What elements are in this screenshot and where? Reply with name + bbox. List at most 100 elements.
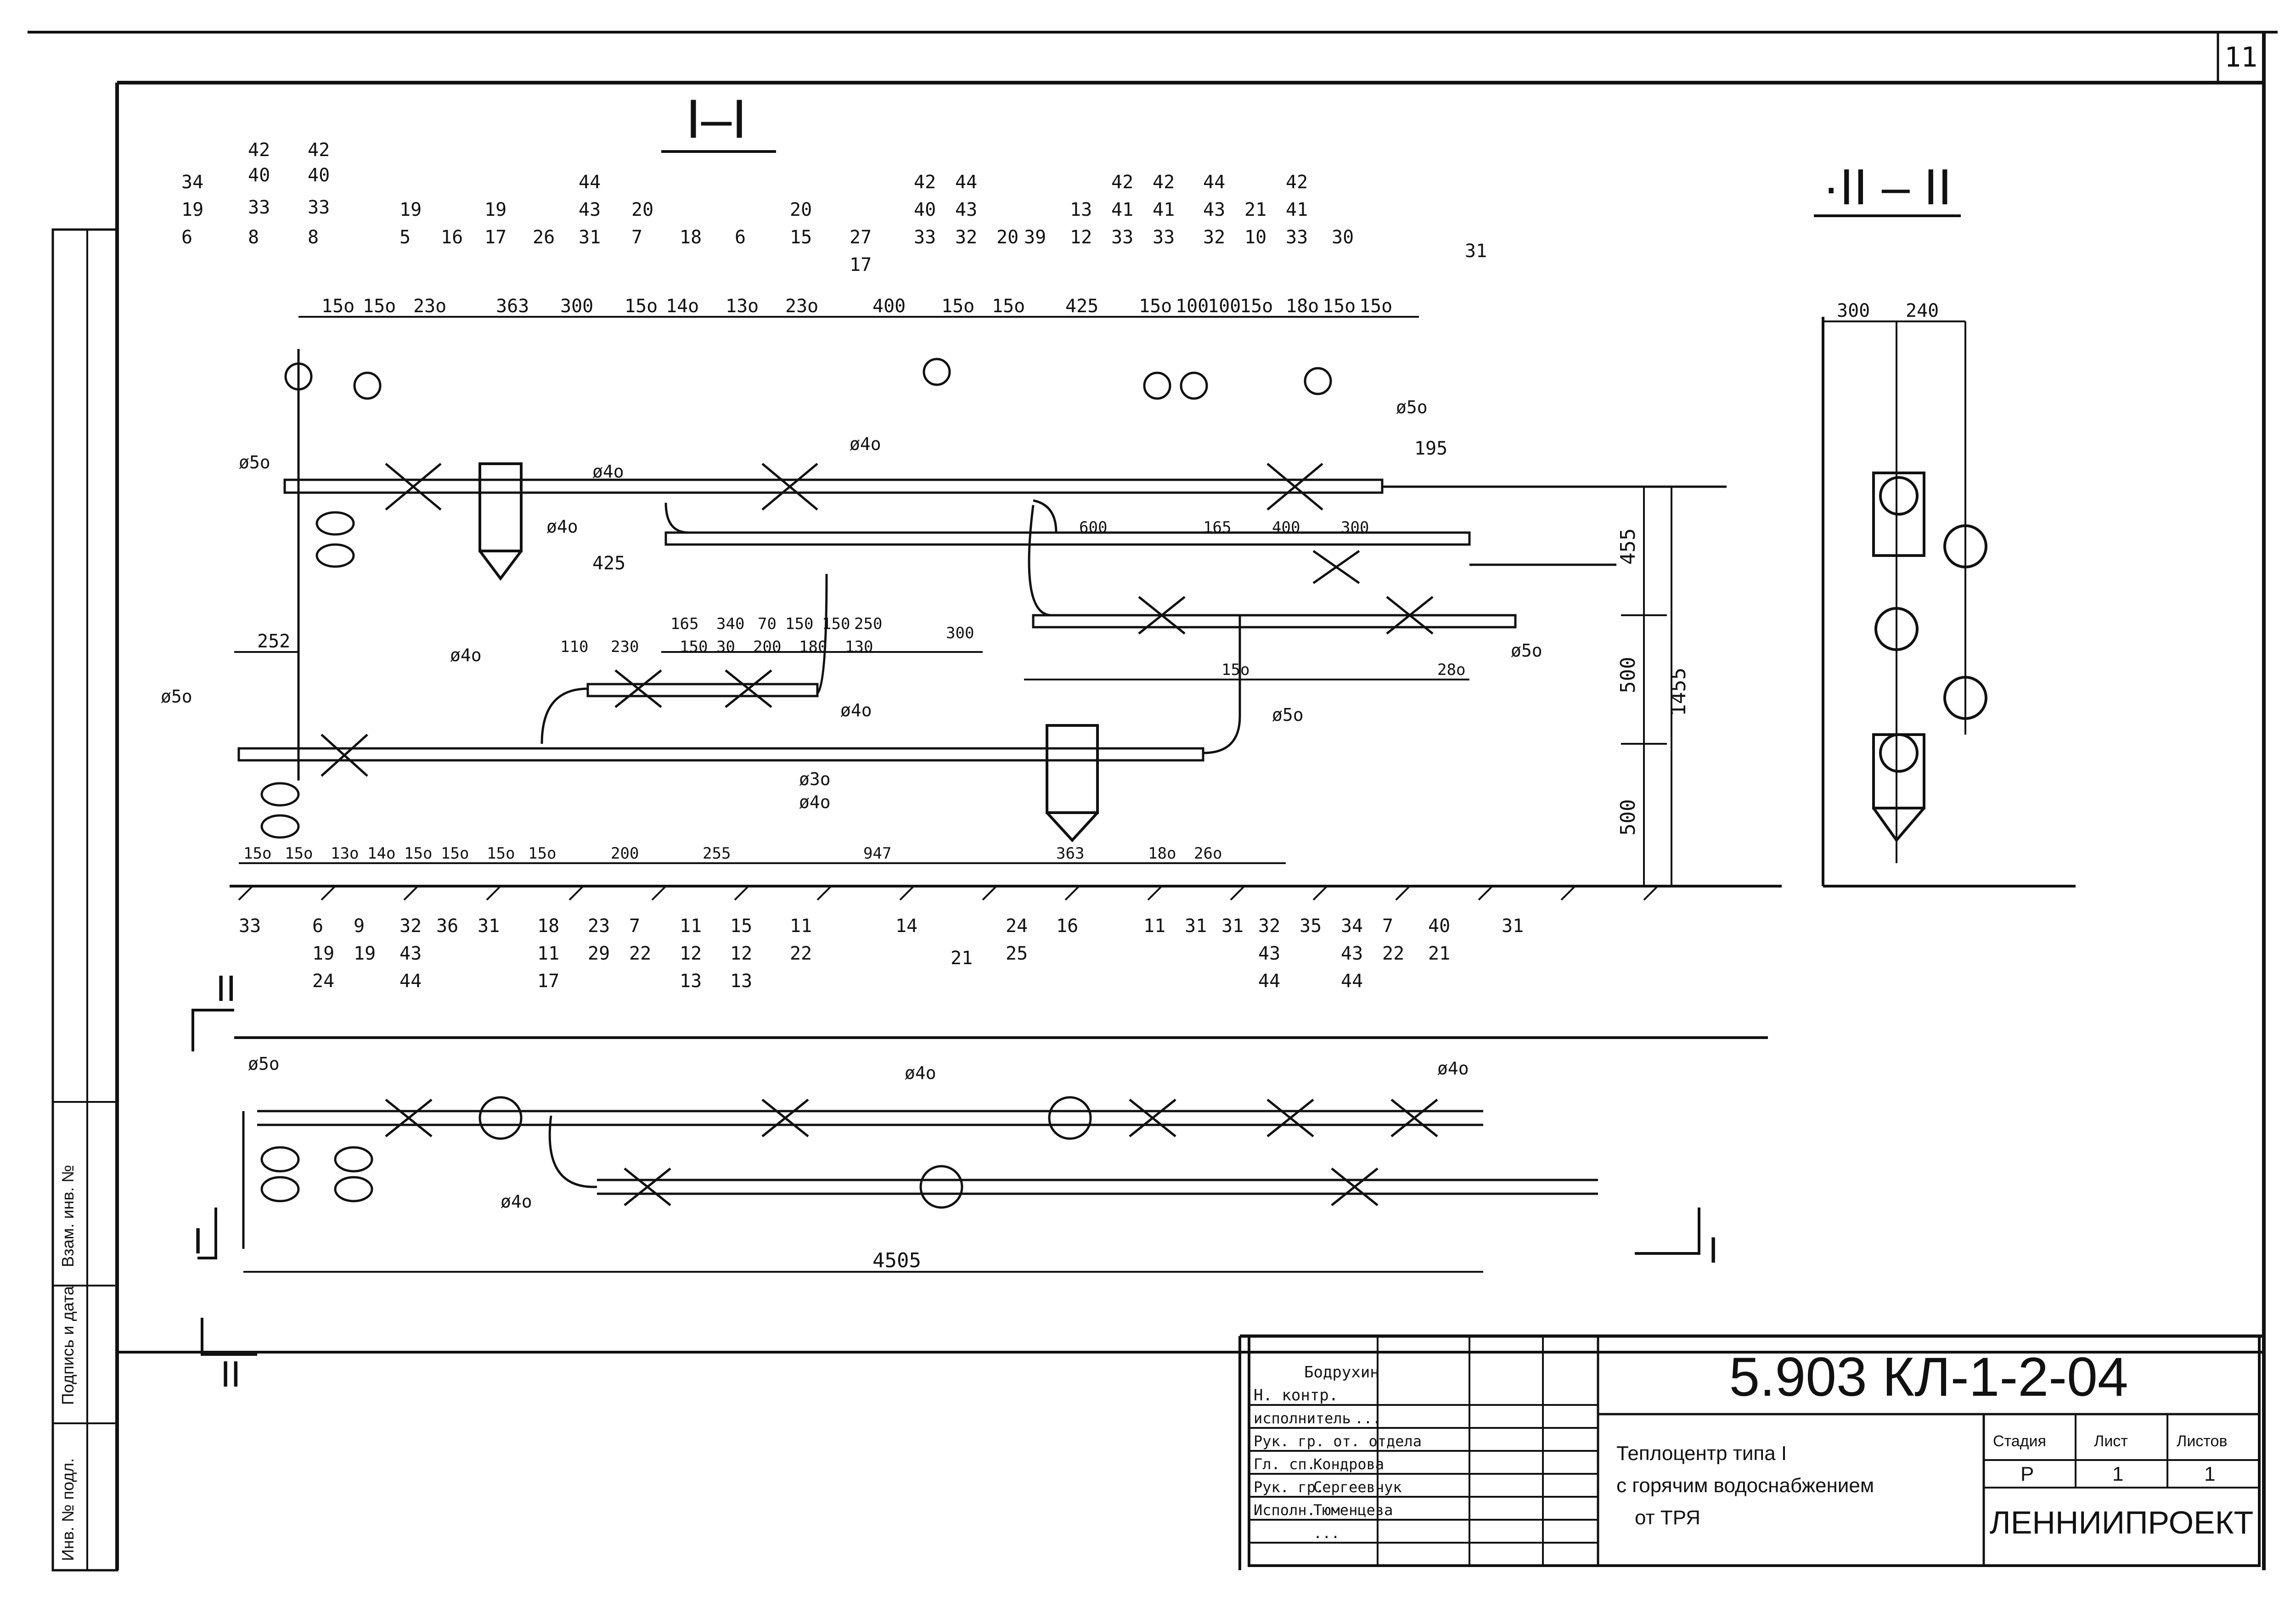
stage-value: Р: [2020, 1463, 2034, 1485]
svg-text:425: 425: [592, 553, 625, 574]
svg-text:250: 250: [854, 615, 882, 633]
svg-text:7: 7: [629, 916, 640, 937]
svg-text:ø4о: ø4о: [546, 517, 578, 537]
svg-text:19: 19: [181, 199, 203, 220]
svg-text:400: 400: [872, 296, 906, 317]
svg-text:ø5о: ø5о: [248, 1054, 280, 1074]
svg-text:26: 26: [533, 227, 555, 248]
svg-text:31: 31: [579, 227, 601, 248]
stage-header-1: Лист: [2094, 1432, 2128, 1450]
svg-text:18о: 18о: [1286, 296, 1319, 317]
svg-text:44: 44: [955, 172, 977, 193]
svg-text:42: 42: [914, 172, 936, 193]
plan-length-dimension: 4505: [872, 1249, 921, 1272]
svg-text:15о: 15о: [528, 844, 556, 863]
svg-text:9: 9: [354, 916, 365, 937]
role-2: Рук. гр. от. отдела: [1254, 1432, 1422, 1450]
svg-text:23о: 23о: [785, 296, 818, 317]
svg-text:ø4о: ø4о: [592, 461, 624, 482]
svg-text:15о: 15о: [321, 296, 355, 317]
svg-text:43: 43: [955, 199, 977, 220]
svg-text:ø5о: ø5о: [1396, 397, 1428, 417]
svg-text:363: 363: [496, 296, 529, 317]
svg-text:32: 32: [400, 916, 422, 937]
svg-text:12: 12: [730, 943, 752, 964]
svg-text:15о: 15о: [625, 296, 658, 317]
cut-marker-plan-right: I: [1708, 1230, 1718, 1270]
svg-text:15о: 15о: [941, 296, 974, 317]
svg-text:33: 33: [248, 197, 270, 218]
cut-marker-left-bottom: I: [193, 1220, 203, 1261]
svg-text:15: 15: [790, 227, 812, 248]
svg-text:40: 40: [248, 165, 270, 186]
section2-dim-0: 300: [1837, 300, 1870, 321]
svg-text:200: 200: [611, 844, 639, 863]
role-name-5: Тюменцева: [1313, 1501, 1393, 1519]
svg-text:15о: 15о: [1322, 296, 1356, 317]
svg-text:165: 165: [1203, 518, 1231, 537]
svg-text:41: 41: [1286, 199, 1308, 220]
svg-text:13: 13: [1070, 199, 1092, 220]
svg-text:340: 340: [716, 615, 744, 633]
mud-collector-2: [1046, 724, 1099, 843]
svg-text:24: 24: [312, 971, 334, 992]
role-name-0: Бодрухин: [1304, 1363, 1379, 1382]
svg-text:180: 180: [799, 638, 827, 656]
section-2-elevation: 300 240: [1822, 300, 2076, 888]
svg-text:43: 43: [1341, 943, 1363, 964]
svg-text:21: 21: [1428, 943, 1450, 964]
svg-text:21: 21: [951, 948, 973, 969]
section-1-title: I–I: [661, 88, 776, 153]
svg-text:42: 42: [308, 140, 330, 161]
svg-text:70: 70: [758, 615, 777, 633]
svg-text:23о: 23о: [413, 296, 446, 317]
svg-text:21: 21: [1244, 199, 1266, 220]
section-1-elevation: 455 500 1455 500: [230, 316, 1782, 901]
svg-text:23: 23: [588, 916, 610, 937]
svg-text:19: 19: [400, 199, 422, 220]
svg-text:17: 17: [537, 971, 559, 992]
svg-text:34: 34: [1341, 916, 1363, 937]
svg-text:14о: 14о: [367, 844, 395, 863]
svg-text:29: 29: [588, 943, 610, 964]
drawing-code: 5.903 КЛ-1-2-04: [1729, 1346, 2128, 1408]
svg-text:ø3о: ø3о: [799, 769, 831, 789]
svg-text:100: 100: [1176, 296, 1209, 317]
drawing-description-line-2: с горячим водоснабжением: [1616, 1474, 1874, 1497]
svg-text:15о: 15о: [285, 844, 313, 863]
svg-text:I–I: I–I: [686, 88, 747, 150]
svg-text:33: 33: [239, 916, 261, 937]
svg-text:252: 252: [257, 631, 290, 652]
role-1: исполнитель: [1254, 1410, 1351, 1427]
svg-text:17: 17: [850, 254, 872, 275]
svg-text:13: 13: [680, 971, 702, 992]
svg-text:44: 44: [1341, 971, 1363, 992]
svg-text:600: 600: [1079, 518, 1107, 537]
svg-text:12: 12: [680, 943, 702, 964]
svg-text:31: 31: [1465, 241, 1487, 262]
role-name-4: Сергеевчук: [1313, 1478, 1402, 1496]
svg-text:31: 31: [1502, 916, 1524, 937]
svg-text:165: 165: [670, 615, 698, 633]
strip-label-2: Взам. инв. №: [58, 1165, 77, 1267]
svg-text:15о: 15о: [243, 844, 271, 863]
page-number: 11: [2224, 41, 2257, 73]
svg-text:43: 43: [1203, 199, 1225, 220]
svg-text:300: 300: [946, 624, 974, 642]
svg-text:230: 230: [611, 638, 639, 656]
section2-dim-1: 240: [1906, 300, 1939, 321]
organization-name: ЛЕННИИПРОЕКТ: [1990, 1505, 2254, 1540]
drawing-description-line-1: Теплоцентр типа I: [1616, 1442, 1787, 1465]
role-name-3: Кондрова: [1313, 1455, 1384, 1473]
svg-text:40: 40: [308, 165, 330, 186]
role-name-6: ...: [1313, 1524, 1340, 1542]
svg-text:15о: 15о: [404, 844, 432, 863]
svg-text:31: 31: [478, 916, 500, 937]
role-name-1: ...: [1355, 1410, 1381, 1427]
svg-text:425: 425: [1065, 296, 1098, 317]
svg-text:19: 19: [484, 199, 506, 220]
svg-text:7: 7: [1382, 916, 1393, 937]
svg-text:43: 43: [579, 199, 601, 220]
